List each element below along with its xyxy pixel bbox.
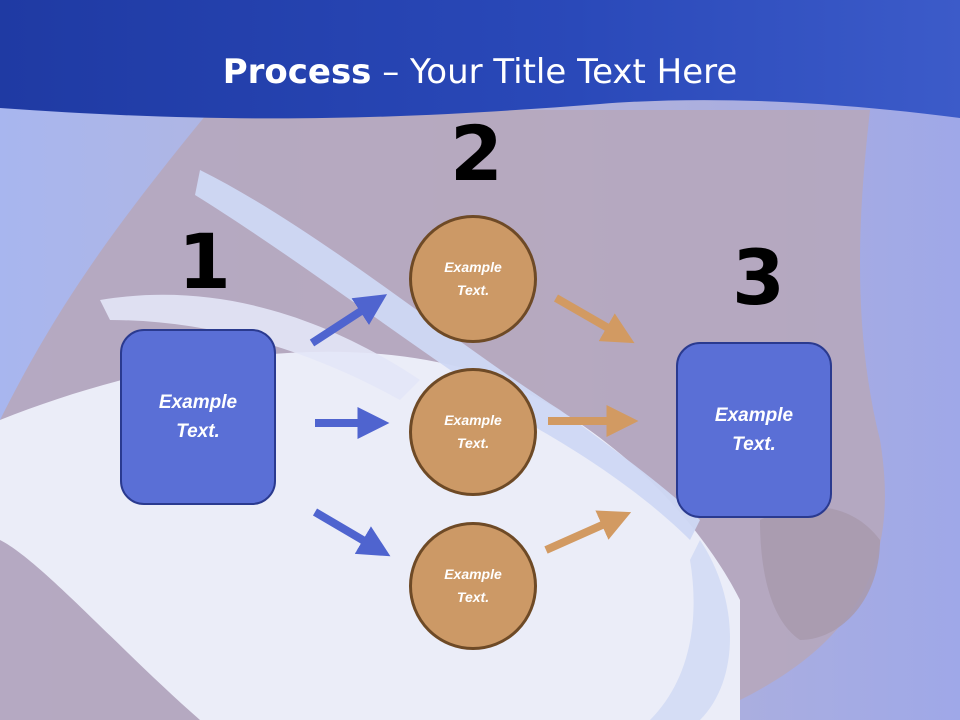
arrow-1-to-2a — [309, 294, 388, 347]
step-1-number: 1 — [178, 217, 231, 306]
step-3-box: Example Text. — [676, 342, 832, 518]
slide-title: Process – Your Title Text Here — [0, 52, 960, 92]
step-2-circle-bottom: Example Text. — [409, 522, 537, 650]
circle-middle-text: Example Text. — [444, 412, 502, 451]
title-bold: Process — [222, 52, 372, 92]
title-rest: – Your Title Text Here — [371, 52, 738, 92]
step-3-text: Example Text. — [714, 405, 794, 455]
step-2-number: 2 — [450, 109, 503, 198]
step-2-circle-top: Example Text. — [409, 215, 537, 343]
step-1-box: Example Text. — [120, 329, 276, 505]
circle-bottom-text: Example Text. — [444, 566, 502, 605]
step-2-circle-middle: Example Text. — [409, 368, 537, 496]
arrow-2c-to-3 — [544, 510, 632, 554]
circle-top-text: Example Text. — [444, 259, 502, 298]
step-1-text: Example Text. — [158, 392, 238, 442]
step-3-number: 3 — [732, 233, 785, 322]
arrow-1-to-2c — [312, 508, 391, 557]
arrow-2a-to-3 — [554, 294, 635, 344]
